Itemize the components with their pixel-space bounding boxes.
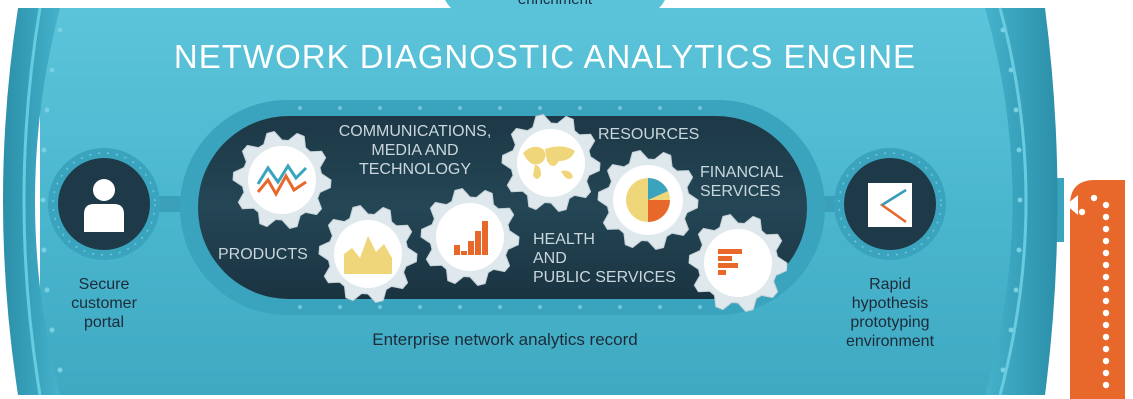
area-chart-gear-icon bbox=[318, 205, 418, 303]
sector-line: HEALTH bbox=[533, 231, 595, 248]
sector-communications: COMMUNICATIONS, MEDIA AND TECHNOLOGY bbox=[325, 122, 505, 179]
sector-line: TECHNOLOGY bbox=[358, 161, 471, 178]
sector-line: PUBLIC SERVICES bbox=[533, 269, 676, 286]
horizontal-bar-gear-icon bbox=[688, 214, 788, 312]
line-chart-gear-icon bbox=[232, 131, 332, 229]
right-node-label-line: Rapid bbox=[869, 276, 911, 293]
sector-financial: FINANCIAL SERVICES bbox=[700, 163, 800, 201]
left-node-label: Secure customer portal bbox=[44, 275, 164, 332]
sector-resources: RESOURCES bbox=[598, 126, 700, 143]
top-tab-label: enrichment bbox=[455, 0, 655, 8]
sector-line: AND bbox=[533, 250, 567, 267]
pie-chart-gear-icon bbox=[597, 150, 699, 250]
top-tab bbox=[445, 0, 665, 20]
sector-line: MEDIA AND bbox=[371, 142, 459, 159]
sector-health: HEALTH AND PUBLIC SERVICES bbox=[533, 230, 693, 287]
world-map-gear-icon bbox=[501, 114, 601, 212]
engine-title: NETWORK DIAGNOSTIC ANALYTICS ENGINE bbox=[173, 38, 917, 75]
left-node-label-line: Secure bbox=[78, 276, 130, 293]
record-label: Enterprise network analytics record bbox=[372, 330, 638, 349]
bar-chart-gear-icon bbox=[420, 188, 520, 286]
right-node-label: Rapid hypothesis prototyping environment bbox=[830, 275, 950, 351]
sector-line: SERVICES bbox=[700, 183, 781, 200]
user-icon bbox=[84, 179, 124, 232]
left-node-label-line: customer bbox=[71, 295, 137, 312]
right-node-label-line: hypothesis bbox=[851, 295, 929, 312]
right-node-label-line: prototyping bbox=[850, 314, 930, 331]
sector-line: FINANCIAL bbox=[700, 164, 784, 181]
chart-slope-icon bbox=[868, 183, 912, 227]
left-node-label-line: portal bbox=[83, 314, 125, 331]
sector-line: COMMUNICATIONS, bbox=[338, 123, 492, 140]
right-node-label-line: environment bbox=[845, 333, 935, 350]
sector-products: PRODUCTS bbox=[218, 246, 308, 263]
orange-pipe bbox=[1048, 178, 1125, 399]
